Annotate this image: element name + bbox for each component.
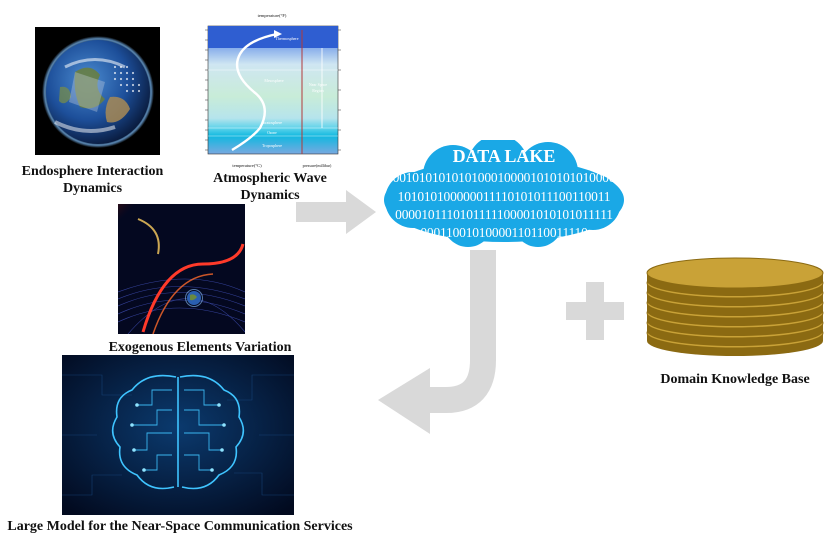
chart-bottom-axis-label: temperature(°C) — [232, 163, 262, 168]
near-space-label-line2: Region — [312, 88, 324, 93]
knowledge-base-caption: Domain Knowledge Base — [660, 372, 810, 387]
atmospheric-caption-line2: Dynamics — [240, 188, 300, 203]
near-space-label-line1: Near Space — [309, 82, 328, 87]
binary-line-2: 101010100000011110101011100110011 — [397, 189, 611, 204]
binary-line-1: 0010101010101000100001010101010000 — [392, 170, 616, 185]
exogenous-caption: Exogenous Elements Variation — [108, 340, 292, 355]
input-arrow — [296, 190, 376, 234]
plus-icon — [566, 282, 624, 340]
layer-mesosphere: Mesosphere — [264, 78, 284, 83]
endosphere-caption-line2: Dynamics — [62, 181, 123, 196]
binary-line-4: 00011001010000110110011110 — [420, 225, 588, 240]
data-lake: DATA LAKE 001010101010100010000101010101… — [378, 140, 630, 248]
atmospheric-caption-line1: Atmospheric Wave — [213, 171, 327, 186]
endosphere-image — [35, 27, 160, 155]
exogenous-image — [118, 204, 245, 334]
layer-troposphere: Troposphere — [262, 143, 282, 148]
layer-thermosphere: Thermosphere — [275, 36, 298, 41]
output-arrow — [378, 250, 496, 434]
endosphere-caption: Endosphere Interaction Dynamics — [10, 163, 175, 197]
binary-line-3: 0000101110101111100001010101011111 — [395, 207, 613, 222]
disk-top — [646, 257, 824, 289]
chart-top-axis-label: temperature(°F) — [258, 13, 287, 18]
data-lake-title: DATA LAKE — [452, 146, 556, 166]
layer-stratosphere: Stratosphere — [262, 120, 282, 125]
large-model-image — [62, 355, 294, 515]
large-model-caption: Large Model for the Near-Space Communica… — [7, 519, 353, 534]
atmospheric-caption: Atmospheric Wave Dynamics — [195, 170, 345, 204]
chart-right-axis-label: pressure(millibar) — [303, 163, 332, 168]
atmosphere-chart: temperature(°F) temperature(°C) pressure… — [192, 10, 352, 170]
knowledge-base-icon — [642, 255, 828, 367]
endosphere-caption-line1: Endosphere Interaction — [21, 164, 164, 179]
layer-ozone: Ozone — [267, 131, 277, 135]
